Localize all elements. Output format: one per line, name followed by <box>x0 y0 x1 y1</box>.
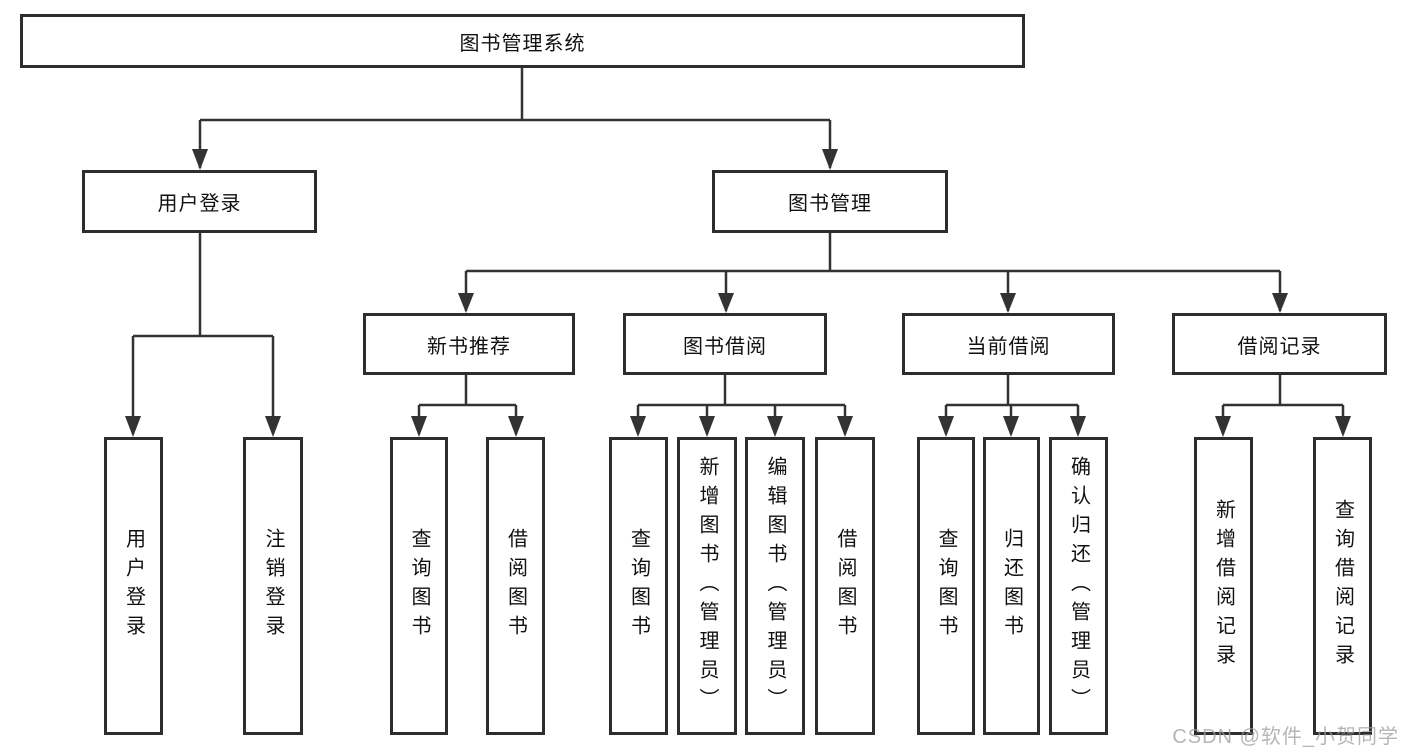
arrow-down-icon <box>1335 416 1351 437</box>
connector-records-leaves <box>1221 375 1345 434</box>
node-root: 图书管理系统 <box>20 14 1025 68</box>
leaf-edit-books-admin: 编辑图书（管理员） <box>745 437 805 735</box>
leaf-borrow-books-recommend-label: 借阅图书 <box>504 528 527 644</box>
node-borrow-records-label: 借阅记录 <box>1237 335 1322 358</box>
arrow-down-icon <box>192 149 208 170</box>
leaf-edit-books-admin-label: 编辑图书（管理员） <box>764 455 786 717</box>
arrow-down-icon <box>767 416 783 437</box>
leaf-query-books-borrow-label: 查询图书 <box>627 528 650 644</box>
leaf-add-books-admin-label: 新增图书（管理员） <box>696 455 718 717</box>
leaf-query-books-recommend: 查询图书 <box>390 437 448 735</box>
leaf-add-books-admin: 新增图书（管理员） <box>677 437 737 735</box>
leaf-return-books-label: 归还图书 <box>1000 528 1023 644</box>
arrow-down-icon <box>718 293 734 313</box>
leaf-add-borrow-record-label: 新增借阅记录 <box>1212 499 1235 673</box>
arrow-down-icon <box>837 416 853 437</box>
arrow-down-icon <box>411 416 427 437</box>
leaf-borrow-books-label: 借阅图书 <box>834 528 856 644</box>
node-book-management-label: 图书管理 <box>788 193 872 215</box>
node-root-label: 图书管理系统 <box>459 32 586 55</box>
node-borrow-records: 借阅记录 <box>1172 313 1387 375</box>
leaf-confirm-return-admin-label: 确认归还（管理员） <box>1067 455 1090 717</box>
arrow-down-icon <box>1000 293 1016 313</box>
node-current-borrow-label: 当前借阅 <box>966 335 1051 358</box>
leaf-confirm-return-admin: 确认归还（管理员） <box>1049 437 1108 735</box>
arrow-down-icon <box>1215 416 1231 437</box>
leaf-query-books-current: 查询图书 <box>917 437 975 735</box>
arrow-down-icon <box>699 416 715 437</box>
node-new-book-recommend-label: 新书推荐 <box>427 335 511 358</box>
leaf-query-books-borrow: 查询图书 <box>609 437 668 735</box>
leaf-return-books: 归还图书 <box>983 437 1040 735</box>
connector-book-borrow-leaves <box>636 375 847 434</box>
arrow-down-icon <box>1070 416 1086 437</box>
arrow-down-icon <box>938 416 954 437</box>
leaf-logout-label: 注销登录 <box>262 528 284 644</box>
node-book-management: 图书管理 <box>712 170 948 233</box>
node-new-book-recommend: 新书推荐 <box>363 313 575 375</box>
leaf-borrow-books-recommend: 借阅图书 <box>486 437 545 735</box>
node-book-borrow-label: 图书借阅 <box>683 335 767 358</box>
leaf-query-books-current-label: 查询图书 <box>935 528 957 644</box>
leaf-query-borrow-record: 查询借阅记录 <box>1313 437 1372 735</box>
node-user-login-label: 用户登录 <box>157 193 242 215</box>
arrow-down-icon <box>508 416 524 437</box>
leaf-logout: 注销登录 <box>243 437 303 735</box>
arrow-down-icon <box>822 149 838 170</box>
connector-book-mgmt-level3 <box>464 233 1282 311</box>
node-user-login: 用户登录 <box>82 170 317 233</box>
arrow-down-icon <box>1003 416 1019 437</box>
watermark: CSDN @软件_小贺同学 <box>1172 726 1399 747</box>
node-current-borrow: 当前借阅 <box>902 313 1115 375</box>
connector-new-book-leaves <box>417 375 518 434</box>
arrow-down-icon <box>630 416 646 437</box>
connector-user-login-leaves <box>131 233 275 434</box>
leaf-query-books-recommend-label: 查询图书 <box>408 528 430 644</box>
arrow-down-icon <box>1272 293 1288 313</box>
leaf-user-login-label: 用户登录 <box>122 528 145 644</box>
leaf-user-login: 用户登录 <box>104 437 163 735</box>
connector-root-level2 <box>198 68 832 168</box>
arrow-down-icon <box>265 416 281 437</box>
leaf-query-borrow-record-label: 查询借阅记录 <box>1331 499 1354 673</box>
connector-current-borrow-leaves <box>944 375 1080 434</box>
arrow-down-icon <box>125 416 141 437</box>
arrow-down-icon <box>458 293 474 313</box>
leaf-add-borrow-record: 新增借阅记录 <box>1194 437 1253 735</box>
leaf-borrow-books: 借阅图书 <box>815 437 875 735</box>
node-book-borrow: 图书借阅 <box>623 313 827 375</box>
